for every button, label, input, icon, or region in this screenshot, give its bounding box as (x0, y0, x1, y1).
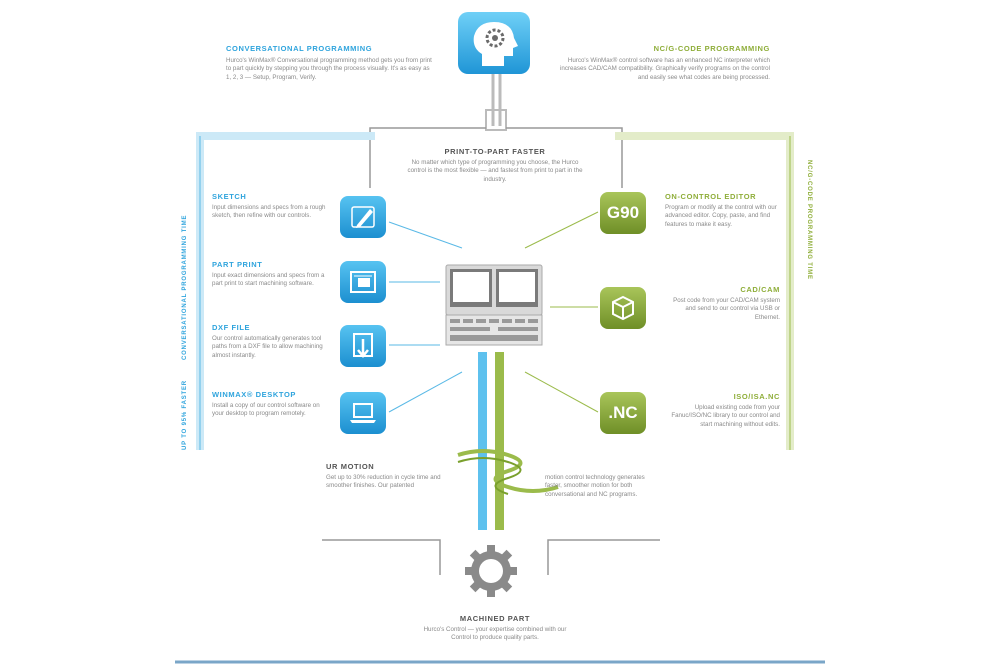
pencil-icon (340, 196, 386, 238)
cube-icon (600, 287, 646, 329)
machined-part-body: Hurco's Control — your expertise combine… (423, 626, 567, 642)
nc-file-icon: .NC (600, 392, 646, 434)
dxf-file-body: Our control automatically generates tool… (212, 335, 323, 359)
sketch-body: Input dimensions and specs from a rough … (212, 204, 326, 220)
conversational-programming-heading: CONVERSATIONAL PROGRAMMING (226, 44, 373, 53)
dxf-file-icon (340, 325, 386, 367)
part-print-heading: PART PRINT (212, 260, 263, 269)
g-code-icon: G90 (600, 192, 646, 234)
print-to-part-body: No matter which type of programming you … (407, 159, 583, 183)
on-control-editor-heading: ON-CONTROL EDITOR (665, 192, 757, 201)
head-gear-icon (458, 12, 530, 74)
winmax-desktop-heading: WINMAX® DESKTOP (212, 390, 296, 399)
conversational-time-label: CONVERSATIONAL PROGRAMMING TIME (182, 214, 188, 360)
part-print-icon (340, 261, 386, 303)
nc-gcode-programming-heading: NC/G-CODE PROGRAMMING (653, 44, 770, 53)
sketch-heading: SKETCH (212, 192, 247, 201)
print-to-part-heading: PRINT-TO-PART FASTER (444, 147, 546, 156)
gear-icon (463, 543, 519, 599)
part-print-body: Input exact dimensions and specs from a … (212, 272, 325, 288)
iso-isa-nc-body: Upload existing code from your Fanuc/ISO… (671, 404, 780, 428)
ur-motion-heading: UR MOTION (326, 462, 375, 471)
ur-motion-body-continued: motion control technology generates fast… (545, 474, 645, 498)
iso-isa-nc-heading: ISO/ISA.NC (733, 392, 780, 401)
g-code-icon-text: G90 (606, 203, 640, 222)
machined-part-heading: MACHINED PART (459, 614, 531, 623)
conversational-faster-label: UP TO 95% FASTER (182, 380, 188, 450)
conversational-programming-body: Hurco's WinMax® Conversational programmi… (226, 57, 432, 81)
nc-time-label: NC/G-CODE PROGRAMMING TIME (806, 160, 812, 280)
dxf-file-heading: DXF FILE (212, 323, 251, 332)
laptop-icon (340, 392, 386, 434)
control-unit-icon (444, 263, 544, 349)
cad-cam-heading: CAD/CAM (740, 285, 780, 294)
on-control-editor-body: Program or modify at the control with ou… (665, 204, 777, 228)
winmax-desktop-body: Install a copy of our control software o… (212, 402, 320, 418)
cad-cam-body: Post code from your CAD/CAM system and s… (673, 297, 780, 321)
nc-gcode-programming-body: Hurco's WinMax® control software has an … (560, 57, 770, 81)
ur-motion-body: Get up to 30% reduction in cycle time an… (326, 474, 441, 490)
nc-file-icon-text: .NC (608, 403, 638, 422)
